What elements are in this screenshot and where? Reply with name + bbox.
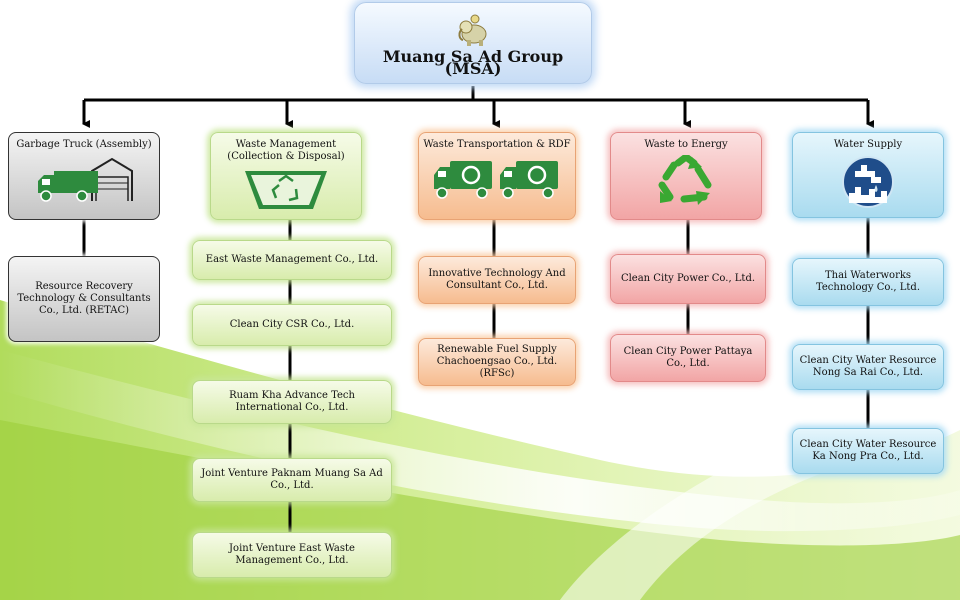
company-box-5-3: Clean City Water Resource Ka Nong Pra Co… [792,428,944,474]
category-water-supply: Water Supply [792,132,944,218]
category-title: Waste Transportation & RDF [423,139,571,150]
company-box-5-2: Clean City Water Resource Nong Sa Rai Co… [792,344,944,390]
category-title: Garbage Truck (Assembly) [16,139,152,150]
root-title: Muang Sa Ad Group (MSA) [382,47,564,78]
company-name: Thai Waterworks Technology Co., Ltd. [815,270,921,293]
company-box-4-2: Clean City Power Pattaya Co., Ltd. [610,334,766,382]
company-box-4-1: Clean City Power Co., Ltd. [610,254,766,304]
water-tap-icon [842,156,894,208]
company-name: Clean City CSR Co., Ltd. [229,319,355,330]
company-name: Joint Venture East Waste Management Co.,… [229,543,355,566]
root-node: Muang Sa Ad Group (MSA) [354,2,592,84]
company-box-2-5: Joint Venture East Waste Management Co.,… [192,532,392,578]
category-title: Water Supply [833,139,903,150]
company-name: Clean City Power Pattaya Co., Ltd. [623,346,753,369]
category-title: Waste Management (Collection & Disposal) [227,139,345,162]
category-garbage-truck: Garbage Truck (Assembly) [8,132,160,220]
company-box-2-1: East Waste Management Co., Ltd. [192,240,392,280]
company-name: Innovative Technology And Consultant Co.… [428,268,566,291]
company-box-5-1: Thai Waterworks Technology Co., Ltd. [792,258,944,306]
company-box-2-4: Joint Venture Paknam Muang Sa Ad Co., Lt… [192,458,392,502]
elephant-logo-icon [458,14,487,46]
company-box-1-1: Resource Recovery Technology & Consultan… [8,256,160,342]
company-name: Resource Recovery Technology & Consultan… [17,281,151,316]
company-box-2-2: Clean City CSR Co., Ltd. [192,304,392,346]
company-name: Joint Venture Paknam Muang Sa Ad Co., Lt… [201,468,383,491]
recycle-bin-icon [245,171,327,209]
company-box-3-1: Innovative Technology And Consultant Co.… [418,256,576,304]
truck-garage-icon [38,157,133,202]
company-name: Ruam Kha Advance Tech International Co.,… [229,390,355,413]
category-waste-management: Waste Management (Collection & Disposal) [210,132,362,220]
recycle-arrows-icon [658,155,712,205]
company-name: Renewable Fuel Supply Chachoengsao Co., … [436,344,558,379]
category-title: Waste to Energy [644,139,728,150]
category-waste-transportation: Waste Transportation & RDF [418,132,576,220]
company-box-2-3: Ruam Kha Advance Tech International Co.,… [192,380,392,424]
company-name: Clean City Water Resource Ka Nong Pra Co… [799,439,937,462]
company-box-3-2: Renewable Fuel Supply Chachoengsao Co., … [418,338,576,386]
category-waste-to-energy: Waste to Energy [610,132,762,220]
recycle-trucks-icon [434,161,558,199]
company-name: Clean City Water Resource Nong Sa Rai Co… [799,355,937,378]
company-name: Clean City Power Co., Ltd. [620,273,756,284]
company-name: East Waste Management Co., Ltd. [205,254,379,265]
